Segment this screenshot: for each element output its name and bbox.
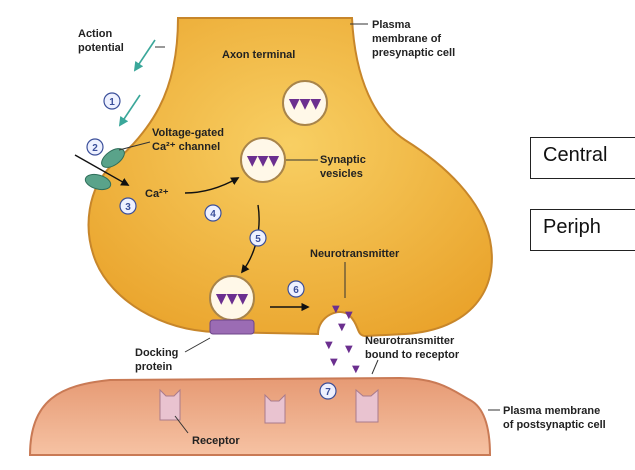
step-1: 1: [109, 97, 115, 108]
step-2: 2: [92, 143, 98, 154]
voltage-gated-channel-bottom: [84, 173, 112, 191]
svg-text:▼: ▼: [345, 344, 353, 355]
svg-text:▼: ▼: [338, 322, 346, 333]
label-voltage-gated-1: Voltage-gated: [152, 127, 224, 139]
label-voltage-gated-2: Ca²⁺ channel: [152, 141, 220, 153]
label-plasma-pre-2: membrane of: [372, 33, 441, 45]
receptor-right: [355, 388, 379, 423]
step-4: 4: [210, 209, 216, 220]
svg-text:▼: ▼: [330, 357, 338, 368]
step-5: 5: [255, 234, 261, 245]
svg-text:▼: ▼: [332, 304, 340, 315]
step-7: 7: [325, 387, 331, 398]
label-nt-bound-2: bound to receptor: [365, 349, 460, 361]
label-plasma-post-1: Plasma membrane: [503, 405, 600, 417]
step-3: 3: [125, 202, 131, 213]
receptor-left: [159, 388, 181, 421]
svg-text:▼▼▼: ▼▼▼: [247, 153, 280, 169]
svg-text:▼▼▼: ▼▼▼: [216, 291, 249, 307]
label-action-potential-1: Action: [78, 28, 113, 40]
label-docking-1: Docking: [135, 347, 178, 359]
peripheral-box-text: Periph: [543, 216, 601, 238]
label-plasma-pre-1: Plasma: [372, 19, 411, 31]
svg-text:▼▼▼: ▼▼▼: [289, 96, 322, 112]
action-potential-arrow-1: [133, 39, 156, 72]
central-box: Central: [530, 137, 635, 179]
voltage-gated-channel-top: [101, 148, 125, 168]
action-potential-arrow-2: [118, 94, 141, 127]
vesicle-docked: ▼▼▼: [209, 275, 255, 321]
label-axon-terminal: Axon terminal: [222, 49, 295, 61]
label-docking-2: protein: [135, 361, 173, 373]
label-receptor: Receptor: [192, 435, 240, 447]
step-6: 6: [293, 285, 299, 296]
svg-text:▼: ▼: [345, 310, 353, 321]
step-markers: [86, 92, 337, 400]
label-plasma-pre-3: presynaptic cell: [372, 47, 455, 59]
docking-protein: [209, 319, 255, 335]
svg-text:▼: ▼: [352, 364, 360, 375]
receptor-middle: [264, 393, 286, 424]
svg-text:▼: ▼: [325, 340, 333, 351]
peripheral-box: Periph: [530, 209, 635, 251]
label-synaptic-vesicles-2: vesicles: [320, 168, 363, 180]
label-nt-bound-1: Neurotransmitter: [365, 335, 455, 347]
label-action-potential-2: potential: [78, 42, 124, 54]
calcium-to-vesicle-arrow: [184, 177, 240, 194]
presynaptic-terminal: [87, 17, 493, 338]
label-neurotransmitter: Neurotransmitter: [310, 248, 400, 260]
label-plasma-post-2: of postsynaptic cell: [503, 419, 606, 431]
calcium-entry-arrow: [74, 154, 130, 186]
vesicle-top: ▼▼▼: [282, 80, 328, 126]
postsynaptic-cell: [28, 376, 492, 456]
neurotransmitter-molecules: ▼▼ ▼▼ ▼▼ ▼: [325, 304, 360, 375]
vesicle-middle: ▼▼▼: [240, 137, 286, 183]
label-calcium: Ca²⁺: [145, 188, 169, 200]
central-box-text: Central: [543, 144, 608, 166]
label-synaptic-vesicles-1: Synaptic: [320, 154, 366, 166]
